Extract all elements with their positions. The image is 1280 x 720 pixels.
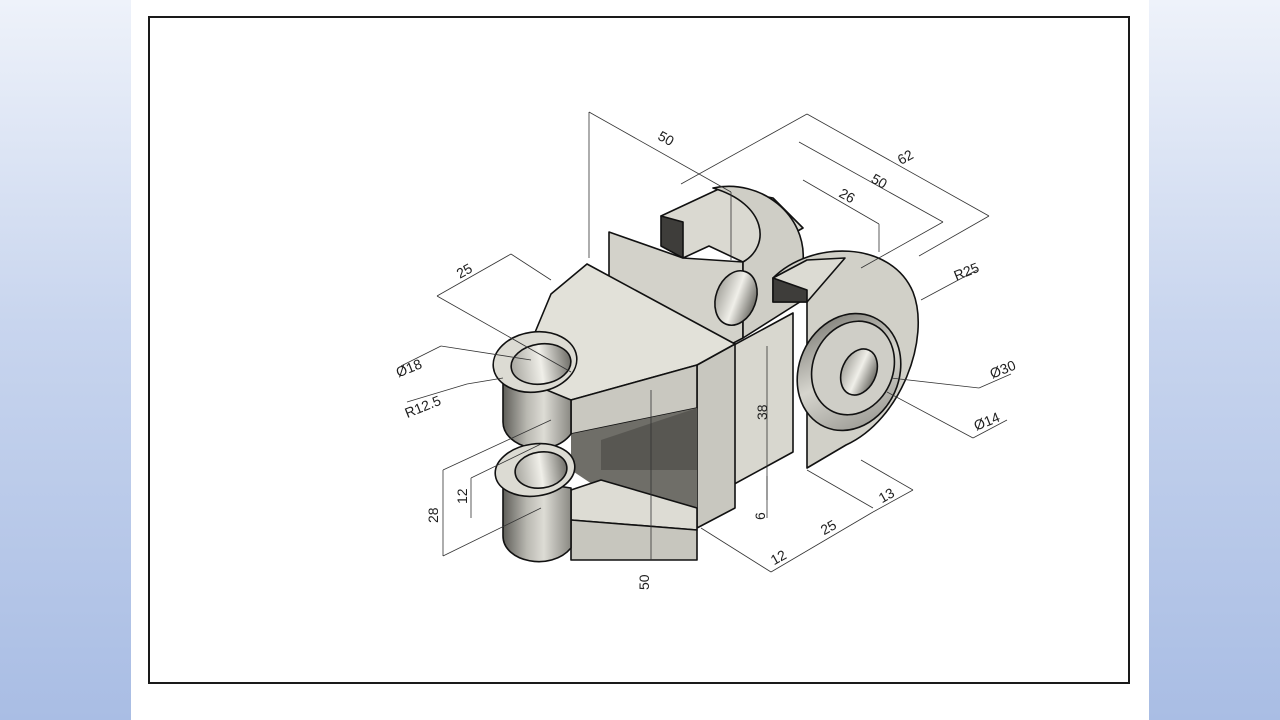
dimension-lines bbox=[400, 111, 1012, 573]
lower-fork-cylinder bbox=[502, 477, 572, 563]
dim-base-len-b: 25 bbox=[818, 516, 840, 538]
dim-mid-length: 50 bbox=[869, 170, 891, 192]
fork-cavity-shadow bbox=[601, 408, 697, 470]
dim-base-len-a: 12 bbox=[768, 546, 790, 568]
dim-hole-dia-small: Ø18 bbox=[394, 356, 425, 381]
dim-height-block: 38 bbox=[754, 404, 770, 420]
dim-radius-fork: R12.5 bbox=[402, 392, 443, 421]
dim-base-len-c: 13 bbox=[876, 484, 898, 506]
dim-front-len: 50 bbox=[636, 574, 652, 590]
boss-bore bbox=[839, 348, 879, 396]
slide: 50 62 50 26 25 Ø18 R12.5 R25 Ø30 Ø14 38 … bbox=[131, 0, 1149, 720]
rear-lug-step bbox=[660, 215, 684, 259]
dim-overall-length: 62 bbox=[895, 146, 917, 168]
isometric-part-drawing: 50 62 50 26 25 Ø18 R12.5 R25 Ø30 Ø14 38 … bbox=[394, 111, 1018, 590]
dim-fork-width: 25 bbox=[454, 260, 476, 282]
rear-boss-bore bbox=[714, 270, 758, 326]
right-lug-step bbox=[772, 277, 808, 303]
upper-fork-bore bbox=[510, 342, 572, 386]
dim-boss-inner-dia: Ø14 bbox=[971, 409, 1002, 434]
dim-fork-gap: 12 bbox=[454, 488, 470, 504]
dim-top-offset: 50 bbox=[655, 128, 677, 150]
dim-slot-width: 26 bbox=[836, 185, 858, 207]
dim-radius-boss: R25 bbox=[951, 259, 981, 284]
drawing-frame bbox=[148, 16, 1130, 684]
dim-base-offset: 6 bbox=[752, 512, 768, 520]
lower-fork-bore bbox=[514, 451, 568, 489]
part-body bbox=[492, 185, 920, 563]
center-block-front bbox=[696, 343, 736, 529]
dim-fork-height: 28 bbox=[425, 507, 441, 523]
